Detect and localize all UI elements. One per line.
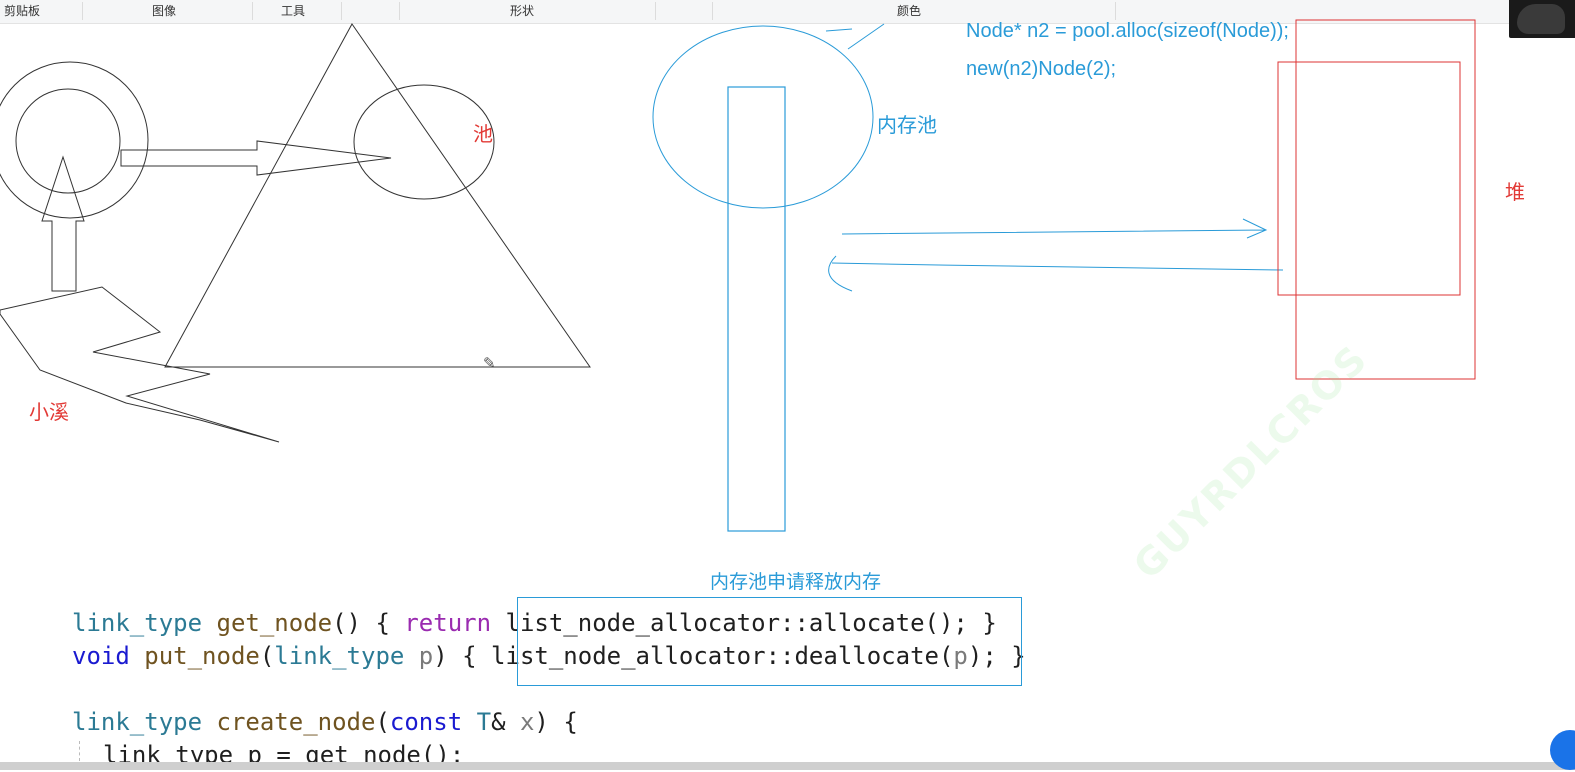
right-arrow <box>120 140 392 176</box>
webcam-overlay <box>1509 0 1575 38</box>
ribbon-image[interactable]: 图像 <box>152 4 177 18</box>
memory-pool-ellipse <box>652 25 874 209</box>
heap-inner-rect <box>1277 61 1461 296</box>
pond-label: 池 <box>473 122 493 146</box>
ribbon-colors[interactable]: 颜色 <box>897 4 922 18</box>
ribbon-separator <box>1115 2 1116 20</box>
pencil-icon: ✎ <box>483 354 496 372</box>
heap-outer-rect <box>1295 19 1476 380</box>
indent-guide <box>79 741 80 761</box>
memory-pool-column <box>727 86 786 532</box>
memory-pool-label: 内存池 <box>877 113 937 137</box>
paint-ribbon: 剪贴板 图像 工具 形状 颜色 <box>0 0 1575 24</box>
triangle-shape <box>164 23 591 368</box>
ribbon-separator <box>399 2 400 20</box>
ribbon-separator <box>655 2 656 20</box>
arrow-to-heap <box>841 218 1268 239</box>
ribbon-clipboard[interactable]: 剪贴板 <box>4 4 41 18</box>
pointer-stroke <box>825 23 885 50</box>
ribbon-separator <box>82 2 83 20</box>
code-line-2: void put_node(link_type p) { list_node_a… <box>72 642 1026 670</box>
note-line-2: new(n2)Node(2); <box>966 58 1117 80</box>
ribbon-shapes[interactable]: 形状 <box>510 4 535 18</box>
memory-pool-caption: 内存池申请释放内存 <box>710 571 882 593</box>
heap-label: 堆 <box>1505 180 1525 204</box>
note-line-1: Node* n2 = pool.alloc(sizeof(Node)); <box>966 20 1289 42</box>
pond-ellipse <box>353 84 495 200</box>
arrow-from-heap <box>828 255 1284 292</box>
floating-action-button[interactable] <box>1550 730 1575 770</box>
lightning-shape <box>0 286 280 443</box>
ribbon-tools[interactable]: 工具 <box>281 4 306 18</box>
horizontal-scrollbar[interactable] <box>0 762 1575 770</box>
outer-circle <box>0 61 149 219</box>
inner-circle <box>15 88 121 194</box>
code-line-3: link_type create_node(const T& x) { <box>72 708 578 736</box>
up-arrow <box>41 155 85 292</box>
ribbon-separator <box>712 2 713 20</box>
stream-label: 小溪 <box>29 400 69 424</box>
code-line-1: link_type get_node() { return list_node_… <box>72 609 997 637</box>
code-highlight-box <box>517 597 1022 686</box>
ribbon-separator <box>252 2 253 20</box>
ribbon-separator <box>341 2 342 20</box>
